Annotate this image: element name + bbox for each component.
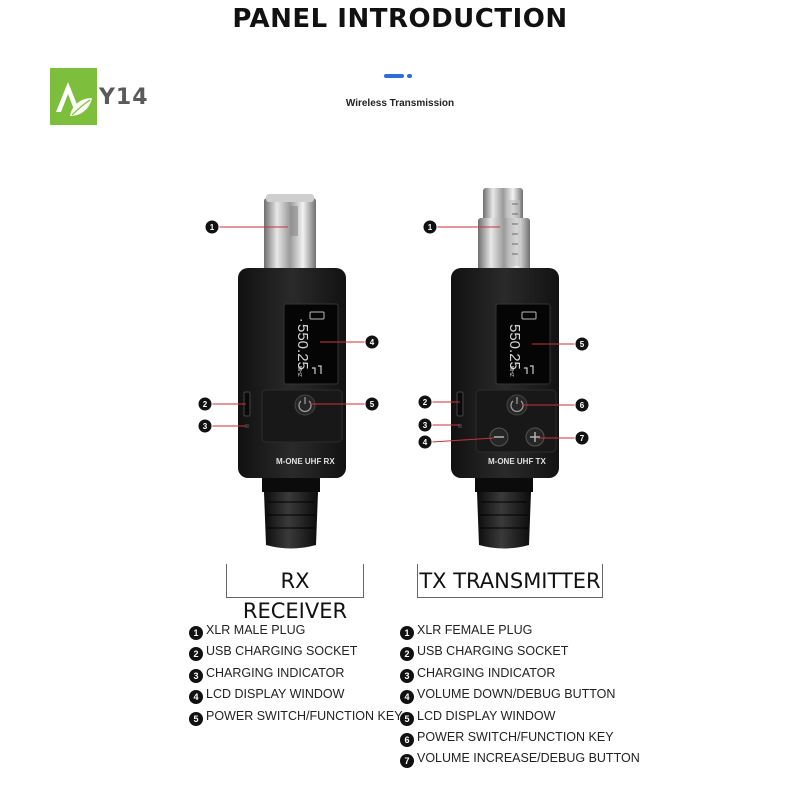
tx-callout-3: 3 [423,421,428,430]
logo-square [50,68,97,125]
rx-device-label: M-ONE UHF RX [276,457,335,466]
rx-callout-4: 4 [370,338,375,347]
tx-callout-2: 2 [423,398,428,407]
page-title: PANEL INTRODUCTION [232,4,568,34]
tx-caption: TX TRANSMITTER [417,564,603,598]
tx-charging-indicator [458,424,462,428]
rx-receiver-device: ▪ 550.25 MHZ M-ONE UHF RX [238,194,346,549]
svg-text:▪: ▪ [300,318,302,324]
rx-callout-3: 3 [203,422,208,431]
tx-callout-6: 6 [580,401,585,410]
tx-caption-text: TX TRANSMITTER [419,569,601,593]
title-accent-divider [384,74,414,78]
rx-caption-text: RX RECEIVER [242,569,348,623]
tx-device-label: M-ONE UHF TX [488,457,546,466]
tx-lcd-unit: MHZ [508,366,514,377]
rx-callout-1: 1 [210,223,215,232]
rx-callout-5: 5 [370,400,375,409]
tx-usb-charging-socket [456,391,464,417]
tx-callout-4: 4 [423,438,428,447]
rx-callout-2: 2 [203,400,208,409]
tx-lcd-frequency: 550.25 [506,324,523,370]
brand-logo: Y14 [50,68,150,126]
rx-lcd-unit: MHZ [296,366,302,377]
page-subtitle: Wireless Transmission [345,98,455,109]
tx-bottom-connector [477,492,531,549]
tx-callouts: 1 5 2 6 3 4 7 [417,219,590,450]
tx-transmitter-device: 550.25 MHZ M-ONE UHF TX [451,188,559,549]
rx-caption: RX RECEIVER [226,564,364,623]
rx-callouts: 1 4 2 5 3 [197,219,380,434]
logo-wordmark: Y14 [99,85,149,110]
tx-callout-1: 1 [428,223,433,232]
rx-charging-indicator [245,424,249,428]
tx-callout-5: 5 [580,340,585,349]
rx-lcd-display-window [283,303,339,385]
rx-lcd-frequency: 550.25 [294,324,311,370]
rx-power-switch-button [294,394,316,416]
accent-dot [407,74,412,78]
logo-mark-icon [56,82,92,116]
rx-bottom-connector [264,492,318,549]
accent-bar [384,74,404,78]
tx-callout-7: 7 [580,434,585,443]
